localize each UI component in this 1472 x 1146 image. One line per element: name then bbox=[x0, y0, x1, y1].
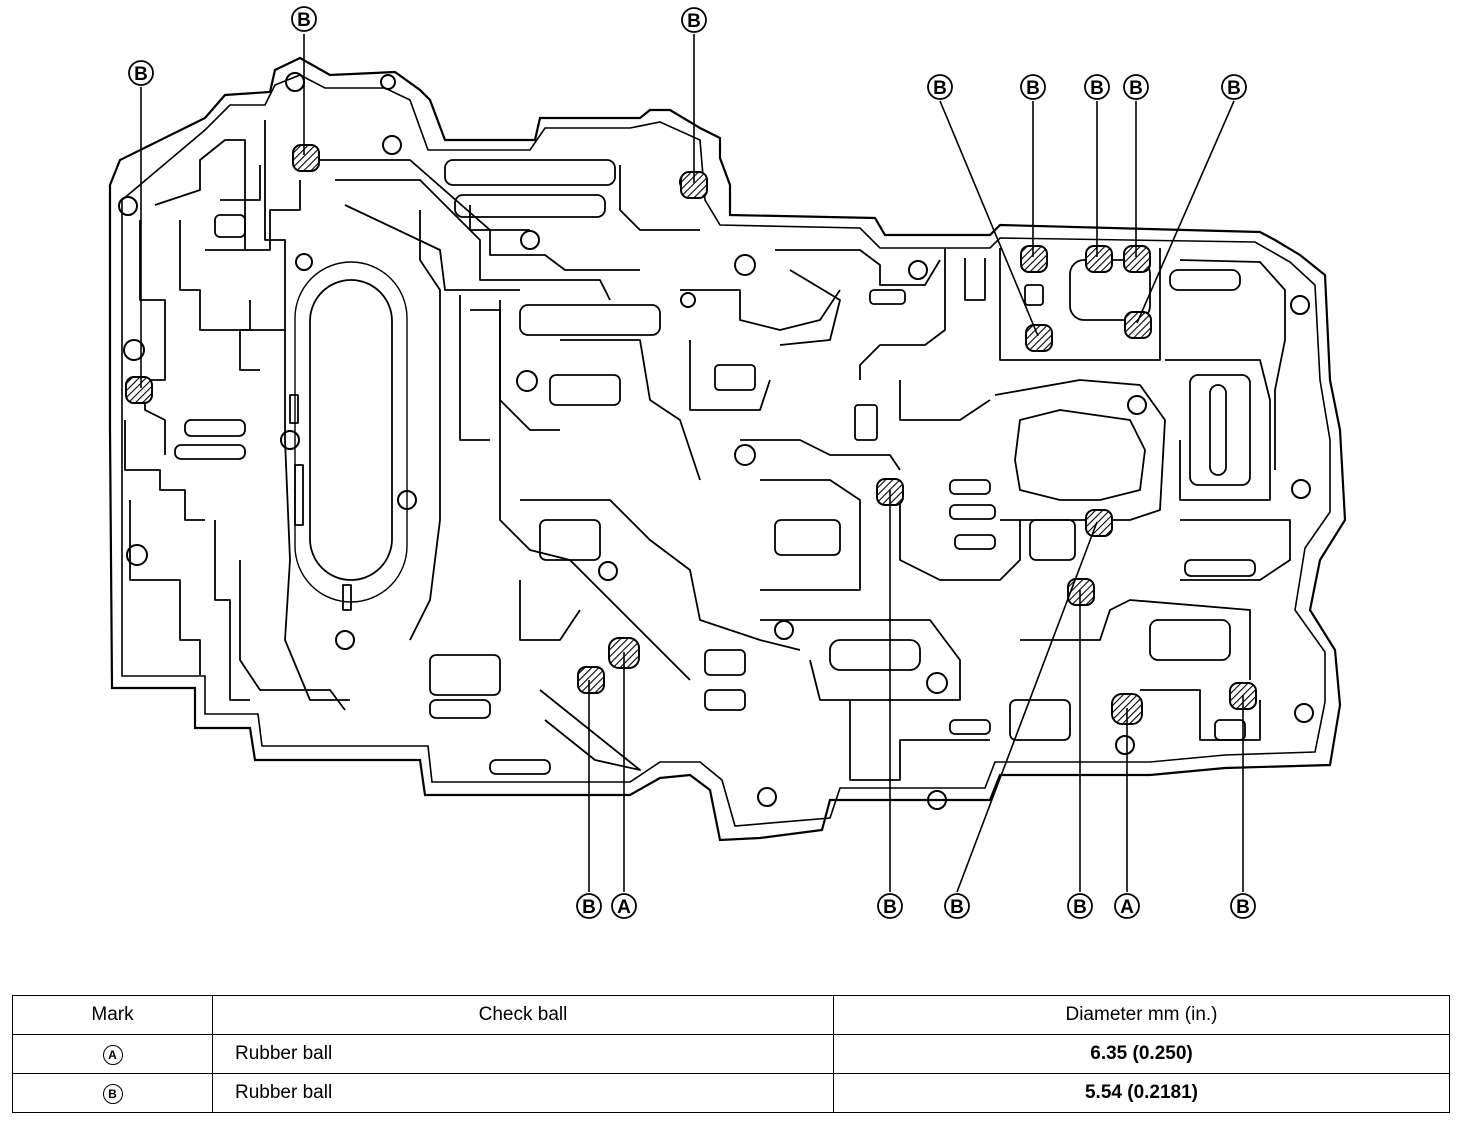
check-ball-b1 bbox=[292, 144, 320, 172]
callout-b: B bbox=[297, 10, 311, 31]
header-diameter: Diameter mm (in.) bbox=[833, 995, 1450, 1035]
check-ball-b12 bbox=[577, 666, 605, 694]
header-check-ball: Check ball bbox=[212, 995, 834, 1035]
callout-a: A bbox=[617, 897, 631, 918]
check-ball-b7 bbox=[1025, 324, 1053, 352]
callout-b: B bbox=[582, 897, 596, 918]
table-header-row: Mark Check ball Diameter mm (in.) bbox=[12, 995, 1450, 1035]
plate-holes bbox=[118, 72, 1314, 810]
callout-b: B bbox=[1090, 78, 1104, 99]
check-ball-b11 bbox=[1067, 578, 1095, 606]
check-ball-b5 bbox=[1085, 245, 1113, 273]
leader-lines bbox=[140, 34, 1244, 893]
check-ball-b6 bbox=[1123, 245, 1151, 273]
row-check-ball: Rubber ball bbox=[212, 1073, 834, 1113]
row-mark-cell: B bbox=[12, 1073, 213, 1113]
callout-b: B bbox=[134, 64, 148, 85]
row-mark-cell: A bbox=[12, 1034, 213, 1074]
row-diameter: 5.54 (0.2181) bbox=[833, 1073, 1450, 1113]
fluid-channels bbox=[124, 120, 1291, 781]
callout-b: B bbox=[1129, 78, 1143, 99]
mark-b-symbol: B bbox=[102, 1084, 123, 1104]
callout-b: B bbox=[1236, 897, 1250, 918]
check-ball-b8 bbox=[1124, 311, 1152, 339]
valve-body-diagram: B B B B B B B B B A B B B A B bbox=[108, 6, 1347, 919]
callout-b: B bbox=[883, 897, 897, 918]
callout-b: B bbox=[950, 897, 964, 918]
header-mark: Mark bbox=[12, 995, 213, 1035]
callout-b: B bbox=[1073, 897, 1087, 918]
row-check-ball: Rubber ball bbox=[212, 1034, 834, 1074]
check-ball-b10 bbox=[1085, 509, 1113, 537]
row-diameter: 6.35 (0.250) bbox=[833, 1034, 1450, 1074]
callout-a: A bbox=[1120, 897, 1134, 918]
check-ball-b4 bbox=[1020, 245, 1048, 273]
valve-body-outline bbox=[108, 56, 1347, 842]
check-ball-b3 bbox=[125, 376, 153, 404]
callout-labels bbox=[128, 6, 1256, 919]
callout-b: B bbox=[687, 11, 701, 32]
callout-b: B bbox=[933, 78, 947, 99]
mark-a-symbol: A bbox=[102, 1045, 123, 1065]
table-row: A Rubber ball 6.35 (0.250) bbox=[12, 1034, 1450, 1074]
callout-b: B bbox=[1227, 78, 1241, 99]
check-ball-table: Mark Check ball Diameter mm (in.) A Rubb… bbox=[12, 995, 1450, 1113]
callout-b: B bbox=[1026, 78, 1040, 99]
table-row: B Rubber ball 5.54 (0.2181) bbox=[12, 1073, 1450, 1113]
